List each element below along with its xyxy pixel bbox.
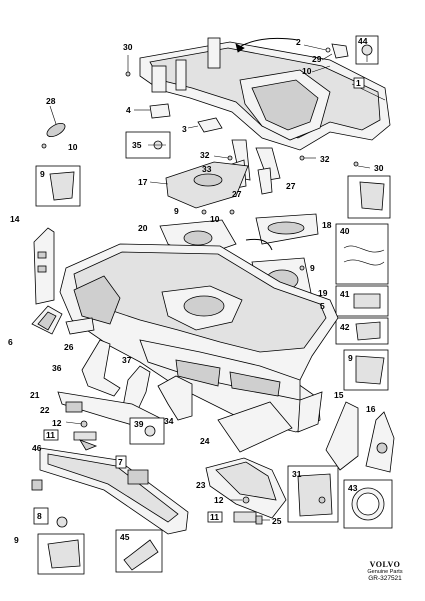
ref-label: 42: [340, 322, 350, 332]
part-46: [31, 479, 43, 491]
reference-labels: 30 2 29 10 44 1 28 10 4 3 35 32 33 32 30…: [8, 36, 384, 545]
part-26: [65, 317, 95, 335]
dashboard-main-body: [59, 243, 339, 433]
inset-box-40: [335, 223, 389, 285]
ref-label: 9: [14, 535, 19, 545]
ref-label: 32: [320, 154, 330, 164]
ref-label: 11: [46, 430, 55, 440]
ref-label: 21: [30, 390, 40, 400]
inset-box-45: [115, 529, 163, 573]
ref-label: 2: [296, 37, 301, 47]
ref-label: 34: [164, 416, 174, 426]
brand-logo: VOLVO: [369, 560, 401, 569]
part-25: [255, 515, 270, 525]
ref-label: 10: [302, 66, 312, 76]
ref-label: 37: [122, 355, 132, 365]
ref-label: 9: [40, 169, 45, 179]
inset-box-35: [125, 131, 171, 159]
part-28: [41, 105, 66, 149]
inset-box-9-right-lower: [343, 349, 389, 391]
ref-label: 12: [52, 418, 62, 428]
ref-label: 1: [356, 78, 361, 88]
ref-label: 17: [138, 177, 148, 187]
part-24: [217, 401, 293, 453]
ref-label: 30: [123, 42, 133, 52]
part-7-lower-trim: [39, 447, 189, 535]
ref-label: 44: [358, 36, 368, 46]
ref-label: 19: [318, 288, 328, 298]
inset-box-9-left: [35, 165, 81, 207]
ref-label: 23: [196, 480, 206, 490]
inset-box-9-bottom: [37, 533, 85, 575]
ref-label: 16: [366, 404, 376, 414]
inset-box-44: [355, 35, 379, 65]
ref-label: 10: [210, 214, 220, 224]
parts-12-11-upper: [43, 420, 98, 451]
ref-label: 9: [310, 263, 315, 273]
dashboard-frame: [139, 37, 391, 181]
ref-label: 41: [340, 289, 350, 299]
ref-label: 25: [272, 516, 282, 526]
ref-label: 39: [134, 419, 144, 429]
ref-label: 36: [52, 363, 62, 373]
screw-30-top: [125, 55, 131, 77]
ref-label: 33: [202, 164, 212, 174]
ref-label: 6: [8, 337, 13, 347]
ref-label: 45: [120, 532, 130, 542]
ref-label: 27: [286, 181, 296, 191]
ref-label: 29: [312, 54, 322, 64]
inset-box-9-right: [347, 175, 391, 219]
inset-box-42: [335, 317, 389, 345]
ref-label: 30: [374, 163, 384, 173]
ref-label: 4: [126, 105, 131, 115]
part-36: [81, 339, 121, 397]
part-6: [31, 305, 63, 335]
parts-15-16: [325, 401, 395, 473]
ref-label: 40: [340, 226, 350, 236]
inset-box-43: [343, 479, 393, 529]
ref-label: 43: [348, 483, 358, 493]
ref-label: 31: [292, 469, 302, 479]
inset-box-31: [287, 465, 339, 523]
brand-subtitle: Genuine Parts: [367, 569, 403, 575]
inset-box-8: [33, 507, 68, 528]
ref-label: 20: [138, 223, 148, 233]
ref-label: 14: [10, 214, 20, 224]
ref-label: 5: [320, 301, 325, 311]
ref-label: 35: [132, 140, 142, 150]
part-23: [205, 457, 287, 519]
ref-label: 7: [118, 457, 123, 467]
part-34: [157, 375, 193, 421]
part-18: [245, 213, 319, 251]
ref-label: 28: [46, 96, 56, 106]
part-14-end-panel: [33, 227, 55, 305]
ref-label: 27: [232, 189, 242, 199]
ref-label: 10: [68, 142, 78, 152]
ref-label: 18: [322, 220, 332, 230]
ref-label: 9: [174, 206, 179, 216]
part-3: [187, 117, 223, 133]
ref-label: 9: [348, 353, 353, 363]
ref-label: 12: [214, 495, 224, 505]
inset-box-41: [335, 285, 389, 317]
ref-label: 46: [32, 443, 42, 453]
ref-label: 3: [182, 124, 187, 134]
ref-label: 32: [200, 150, 210, 160]
bracket-parts-top: [235, 37, 349, 73]
ref-label: 26: [64, 342, 74, 352]
diagram-code: GR-327521: [368, 575, 402, 582]
ref-label: 15: [334, 390, 344, 400]
ref-label: 24: [200, 436, 210, 446]
screw-30-right: [353, 161, 371, 169]
brand-block: VOLVO Genuine Parts GR-327521: [350, 560, 420, 582]
ref-label: 8: [37, 511, 42, 521]
ref-label: 22: [40, 405, 50, 415]
ref-label: 11: [210, 512, 219, 522]
part-17-cover: [149, 161, 249, 209]
part-4: [134, 103, 171, 119]
inset-box-39: [129, 417, 165, 445]
inset-box-1: [353, 77, 365, 89]
